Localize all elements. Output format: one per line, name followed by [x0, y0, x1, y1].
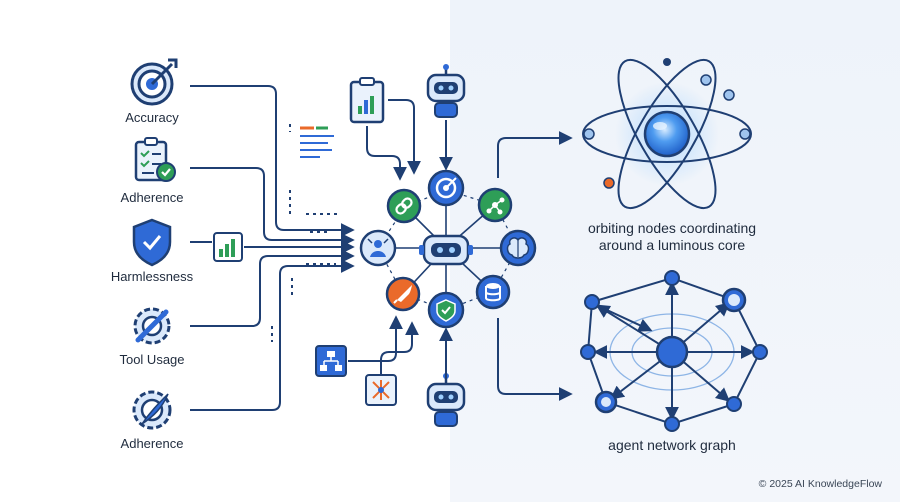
- person-icon: [359, 229, 397, 267]
- copyright-text: © 2025 AI KnowledgeFlow: [758, 478, 882, 490]
- network-graph: [580, 270, 768, 432]
- orbit-caption: orbiting nodes coordinating around a lum…: [567, 220, 777, 254]
- shield-check-icon: [427, 291, 465, 329]
- top-bottom-connectors: [348, 99, 453, 380]
- robot-icon: [419, 234, 473, 266]
- orbit-caption-line-1: orbiting nodes coordinating: [587, 220, 757, 236]
- metric-label-tool-usage: Tool Usage: [119, 352, 185, 367]
- link-icon: [386, 188, 422, 224]
- gear-feather-icon: [132, 390, 172, 430]
- flowchart-icon: [315, 345, 347, 377]
- network-caption: agent network graph: [608, 437, 736, 453]
- orbit-caption-line-2: around a luminous core: [598, 237, 746, 253]
- orbit-diagram: [582, 58, 752, 210]
- network-box-icon: [365, 374, 397, 406]
- robot-icon: [426, 373, 466, 427]
- metric-label-accuracy: Accuracy: [125, 110, 179, 125]
- target-icon: [130, 58, 178, 106]
- right-connectors: [497, 131, 573, 401]
- robot-icon: [426, 64, 466, 118]
- metric-label-harmlessness: Harmlessness: [110, 269, 194, 284]
- wrench-gear-icon: [133, 307, 171, 345]
- database-icon: [475, 274, 511, 310]
- shield-check-icon: [132, 218, 172, 267]
- document-lines-icon: [300, 126, 334, 158]
- report-clipboard-icon: [349, 77, 385, 124]
- metric-label-adherence: Adherence: [120, 190, 184, 205]
- metric-label-adherence-2: Adherence: [120, 436, 184, 451]
- rocket-icon: [385, 276, 421, 312]
- agent-hub: [359, 169, 537, 329]
- bar-chart-icon: [213, 232, 243, 262]
- target-icon: [427, 169, 465, 207]
- brain-icon: [499, 229, 537, 267]
- clipboard-check-icon: [134, 137, 176, 182]
- network-node-icon: [477, 187, 513, 223]
- left-connectors: [190, 85, 355, 411]
